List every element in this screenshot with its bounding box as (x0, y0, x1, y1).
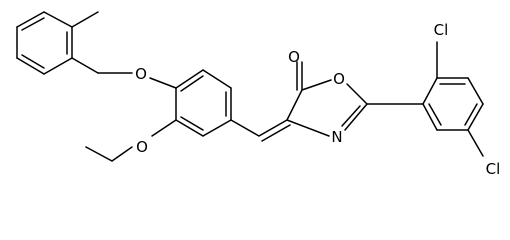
bonds (16, 11, 484, 162)
bond (43, 11, 73, 28)
bond (467, 77, 484, 105)
bond (16, 57, 45, 75)
bond (21, 54, 45, 69)
bond (467, 129, 484, 157)
bond (428, 103, 442, 126)
bond (464, 103, 478, 126)
bond (202, 69, 232, 89)
bond (230, 119, 260, 137)
bond (71, 11, 99, 28)
bond (175, 69, 204, 89)
bond (422, 103, 438, 131)
bond (202, 119, 232, 137)
bond (286, 119, 330, 137)
atom-label-nitrogen: N (331, 128, 342, 146)
bond (258, 119, 288, 137)
bond (301, 79, 332, 91)
bond (149, 77, 177, 89)
atom-label-chlorine: Cl (434, 21, 449, 39)
atom-label-oxygen: O (135, 65, 147, 83)
bond (341, 105, 361, 127)
atom-labels: O O O O N Cl Cl (135, 21, 500, 178)
bond (180, 75, 204, 92)
molecule-canvas: O O O O N Cl Cl (16, 11, 501, 178)
bond (286, 89, 303, 121)
atom-label-oxygen: O (288, 48, 300, 66)
bond (175, 119, 204, 137)
bond (111, 146, 133, 162)
bond (43, 57, 73, 75)
bond (180, 116, 204, 131)
atom-label-oxygen: O (136, 138, 148, 156)
bond (85, 146, 113, 162)
bond (346, 83, 368, 105)
bond (467, 103, 484, 131)
bond (422, 77, 438, 105)
molecule-structure: O O O O N Cl Cl (16, 11, 500, 178)
bond (21, 17, 45, 31)
bond (71, 57, 99, 74)
bond (16, 11, 45, 28)
atom-label-oxygen: O (333, 70, 345, 88)
bond (261, 124, 291, 142)
bond (151, 119, 177, 137)
atom-label-chlorine: Cl (486, 160, 501, 178)
bond (344, 103, 368, 131)
